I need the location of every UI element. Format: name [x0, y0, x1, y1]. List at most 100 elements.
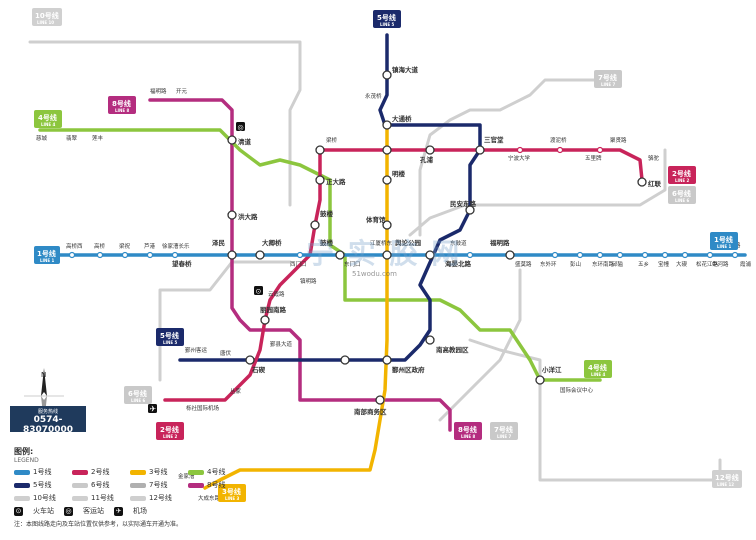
station-dot[interactable]: [310, 220, 320, 230]
station-dot[interactable]: [382, 355, 392, 365]
station-label: 西门口: [290, 260, 307, 268]
station-dot[interactable]: [425, 335, 435, 345]
station-dot[interactable]: [382, 120, 392, 130]
station-dot[interactable]: [296, 251, 304, 259]
svg-text:LINE 2: LINE 2: [163, 434, 178, 439]
station-dot[interactable]: [706, 251, 714, 259]
station-label: 福明路: [489, 238, 510, 247]
station-markers: [68, 70, 739, 405]
station-dot[interactable]: [245, 355, 255, 365]
badge-line1-east[interactable]: 1号线 LINE 1: [710, 232, 738, 250]
station-dot[interactable]: [516, 146, 524, 154]
station-dot[interactable]: [596, 146, 604, 154]
badge-line4-east[interactable]: 4号线 LINE 4: [584, 360, 612, 378]
station-label: 渡泥桥: [550, 136, 567, 144]
station-dot[interactable]: [556, 146, 564, 154]
station-label: 江厦桥东: [370, 239, 393, 247]
svg-text:12号线: 12号线: [715, 473, 739, 482]
station-dot[interactable]: [382, 145, 392, 155]
badge-line6-east[interactable]: 6号线 LINE 6: [668, 186, 696, 204]
station-label: 云霞路: [268, 290, 285, 298]
station-label: 东门口: [344, 260, 361, 268]
hotline-title: 服务热线: [37, 409, 58, 415]
station-dot[interactable]: [96, 251, 104, 259]
legend-row: 10号线 11号线 12号线: [14, 493, 264, 503]
svg-text:4号线: 4号线: [38, 113, 57, 122]
station-label: 正大路: [326, 177, 346, 186]
badge-line7-south[interactable]: 7号线 LINE 7: [490, 422, 518, 440]
station-dot[interactable]: [146, 251, 154, 259]
line-swatch: [188, 482, 204, 488]
station-dot[interactable]: [382, 175, 392, 185]
svg-text:8号线: 8号线: [458, 425, 477, 434]
svg-text:LINE 8: LINE 8: [115, 108, 130, 113]
station-label: 五里牌: [585, 154, 602, 162]
badge-line2-east[interactable]: 2号线 LINE 2: [668, 166, 696, 184]
svg-text:LINE 7: LINE 7: [497, 434, 512, 439]
station-dot[interactable]: [731, 251, 739, 259]
station-dot[interactable]: [641, 251, 649, 259]
station-label: 莲丰: [92, 134, 104, 142]
airport-icon: ✈: [114, 506, 123, 516]
station-dot[interactable]: [576, 251, 584, 259]
svg-text:1号线: 1号线: [714, 235, 733, 244]
station-label: 丽园南路: [260, 305, 287, 314]
line-swatch: [14, 482, 30, 488]
station-label: 开元: [176, 88, 188, 95]
station-label: 松花江路: [696, 260, 719, 268]
station-dot[interactable]: [637, 177, 647, 187]
legend-item: 3号线: [130, 467, 178, 477]
station-dot[interactable]: [382, 220, 392, 230]
station-dot[interactable]: [616, 251, 624, 259]
station-dot[interactable]: [505, 250, 515, 260]
badge-line7-north[interactable]: 7号线 LINE 7: [594, 70, 622, 88]
station-dot[interactable]: [375, 395, 385, 405]
badge-line8-north[interactable]: 8号线 LINE 8: [108, 96, 136, 114]
legend-item: 12号线: [130, 493, 178, 503]
station-label: 鼓楼: [320, 209, 334, 218]
legend-item: 5号线: [14, 480, 62, 490]
station-dot[interactable]: [315, 145, 325, 155]
station-dot[interactable]: [340, 355, 350, 365]
station-dot[interactable]: [466, 251, 474, 259]
station-dot[interactable]: [535, 375, 545, 385]
station-dot[interactable]: [425, 250, 435, 260]
station-label: 邱隘: [612, 260, 624, 268]
station-dot[interactable]: [382, 70, 392, 80]
station-dot[interactable]: [382, 250, 392, 260]
station-label: 民安东路: [450, 199, 477, 208]
badge-line4-west[interactable]: 4号线 LINE 4: [34, 110, 62, 128]
badge-line5-north[interactable]: 5号线 LINE 5: [373, 10, 401, 28]
station-dot[interactable]: [596, 251, 604, 259]
station-dot[interactable]: [121, 251, 129, 259]
station-dot[interactable]: [227, 135, 237, 145]
badge-line8-south[interactable]: 8号线 LINE 8: [454, 422, 482, 440]
station-dot[interactable]: [681, 251, 689, 259]
compass-needle-icon: [41, 368, 47, 396]
station-dot[interactable]: [661, 251, 669, 259]
station-label: 体育馆: [366, 215, 386, 224]
line2: [163, 148, 644, 402]
station-dot[interactable]: [475, 145, 485, 155]
badge-line12-south[interactable]: 12号线 LINE 12: [712, 470, 742, 488]
station-dot[interactable]: [227, 250, 237, 260]
badge-line5-west[interactable]: 5号线 LINE 5: [156, 328, 184, 346]
station-dot[interactable]: [335, 250, 345, 260]
station-dot[interactable]: [68, 251, 76, 259]
badge-line1-west[interactable]: 1号线 LINE 1: [34, 246, 60, 264]
line4: [38, 128, 602, 382]
station-label: 霞浦: [740, 260, 752, 268]
badge-line3-south[interactable]: 3号线 LINE 3: [218, 484, 246, 502]
station-dot[interactable]: [171, 251, 179, 259]
svg-text:✈: ✈: [150, 405, 157, 414]
station-dot[interactable]: [425, 145, 435, 155]
badge-line10-north[interactable]: 10号线 LINE 10: [32, 8, 62, 26]
station-dot[interactable]: [255, 250, 265, 260]
badge-line6-west[interactable]: 6号线 LINE 6: [124, 386, 152, 404]
station-dot[interactable]: [551, 251, 559, 259]
station-dot[interactable]: [260, 315, 270, 325]
station-dot[interactable]: [315, 175, 325, 185]
station-dot[interactable]: [227, 210, 237, 220]
station-dot[interactable]: [465, 205, 475, 215]
badge-line2-south[interactable]: 2号线 LINE 2: [156, 422, 184, 440]
